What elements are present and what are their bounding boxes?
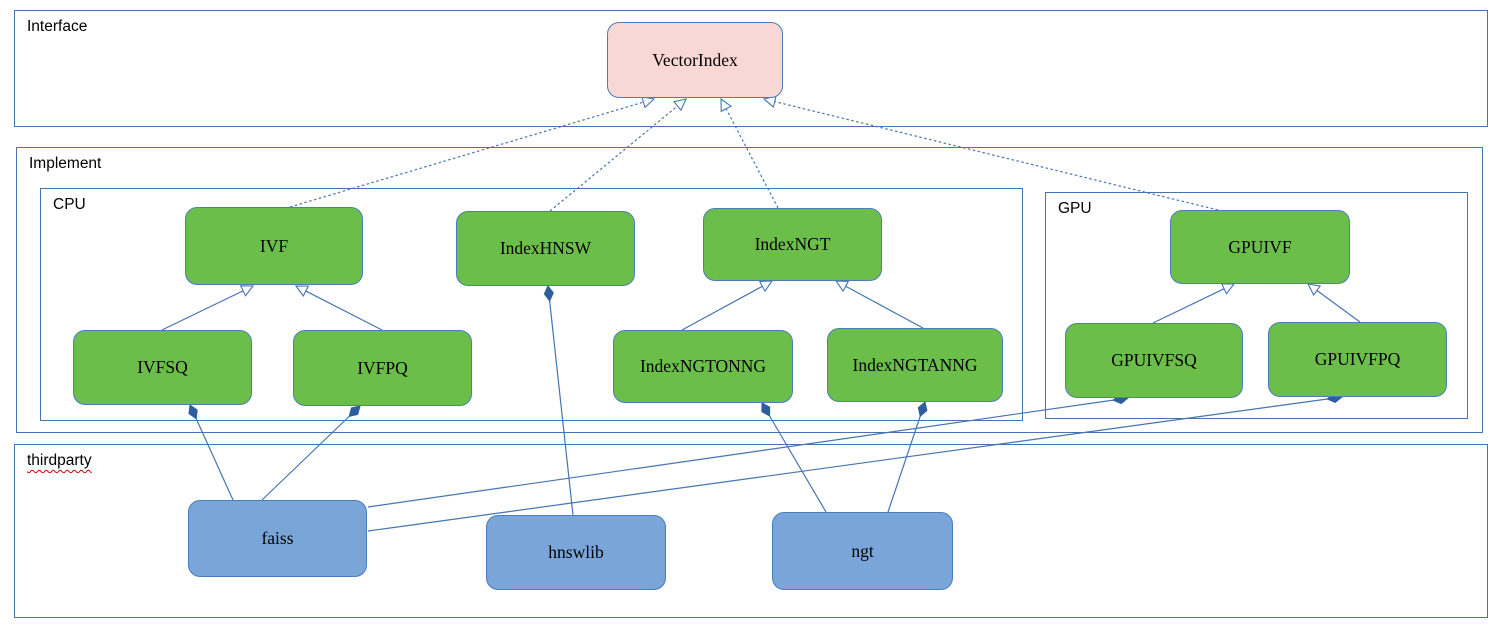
node-hnswlib-label: hnswlib — [548, 542, 604, 562]
node-indexngtanng-label: IndexNGTANNG — [852, 354, 978, 375]
node-indexngt: IndexNGT — [703, 208, 882, 281]
container-thirdparty-label: thirdparty — [27, 452, 92, 469]
node-indexngtanng: IndexNGTANNG — [827, 328, 1003, 402]
node-ivf: IVF — [185, 207, 363, 285]
node-faiss-label: faiss — [261, 528, 294, 548]
node-ivfsq: IVFSQ — [73, 330, 252, 405]
node-gpuivf-label: GPUIVF — [1228, 236, 1292, 257]
node-indexngtonng-label: IndexNGTONNG — [639, 356, 767, 376]
node-gpuivfsq-label: GPUIVFSQ — [1111, 350, 1197, 370]
node-ivfpq-label: IVFPQ — [357, 357, 408, 378]
node-indexngt-label: IndexNGT — [754, 234, 831, 254]
container-implement-label: Implement — [29, 155, 102, 172]
node-ngt: ngt — [772, 512, 953, 590]
node-gpuivfpq: GPUIVFPQ — [1268, 322, 1447, 397]
container-interface-label: Interface — [27, 18, 88, 35]
node-vectorindex-label: VectorIndex — [652, 49, 738, 70]
node-indexngtonng: IndexNGTONNG — [613, 330, 793, 403]
container-gpu-label: GPU — [1058, 200, 1092, 217]
node-faiss: faiss — [188, 500, 367, 577]
node-indexhnsw-label: IndexHNSW — [499, 238, 592, 258]
node-gpuivf: GPUIVF — [1170, 210, 1350, 284]
node-ivf-label: IVF — [259, 235, 289, 256]
node-ivfsq-label: IVFSQ — [137, 357, 188, 377]
node-vectorindex: VectorIndex — [607, 22, 783, 98]
node-ivfpq: IVFPQ — [293, 330, 472, 406]
node-ngt-label: ngt — [851, 540, 874, 561]
node-gpuivfpq-label: GPUIVFPQ — [1314, 349, 1401, 369]
node-indexhnsw: IndexHNSW — [456, 211, 635, 286]
node-gpuivfsq: GPUIVFSQ — [1065, 323, 1243, 398]
node-hnswlib: hnswlib — [486, 515, 666, 590]
container-cpu-label: CPU — [53, 196, 86, 213]
